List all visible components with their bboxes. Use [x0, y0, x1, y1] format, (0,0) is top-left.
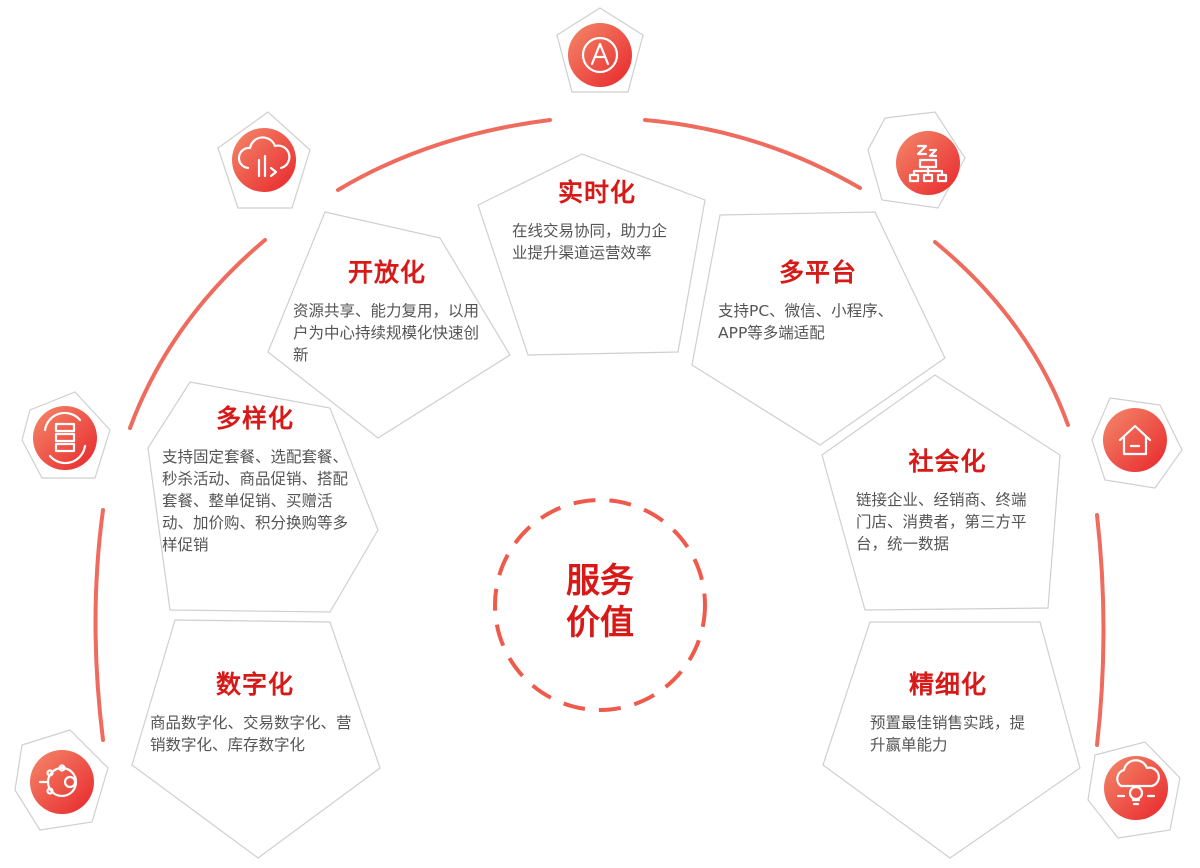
card-digital: 数字化 商品数字化、交易数字化、营销数字化、库存数字化: [150, 670, 360, 756]
pentagon-diverse: [147, 381, 379, 613]
icon-circle-digital: [30, 750, 94, 814]
card-refined: 精细化 预置最佳销售实践，提升赢单能力: [868, 670, 1028, 756]
card-diverse: 多样化 支持固定套餐、选配套餐、秒杀活动、商品促销、搭配套餐、整单促销、买赠活动…: [162, 404, 348, 556]
card-multiplatform: 多平台 支持PC、微信、小程序、APP等多端适配: [718, 258, 918, 344]
content-shapes: [131, 153, 1081, 859]
card-title: 社会化: [908, 447, 987, 476]
center-label: 服务 价值: [530, 560, 670, 644]
arc-open-realtime: [336, 118, 552, 192]
cloud-bulb-icon: [1116, 759, 1160, 806]
card-desc: 商品数字化、交易数字化、营销数字化、库存数字化: [150, 714, 352, 754]
card-title: 数字化: [215, 670, 294, 699]
card-title: 多样化: [215, 404, 294, 433]
card-desc: 在线交易协同，助力企业提升渠道运营效率: [512, 222, 668, 262]
icon-circle-top: [568, 23, 632, 87]
arc-realtime-multiplatform: [643, 118, 862, 190]
card-desc: 资源共享、能力复用，以用户为中心持续规模化快速创新: [293, 302, 480, 364]
pentagon-multiplatform: [691, 211, 946, 446]
pentagon-digital: [131, 619, 381, 859]
icon-circle-social: [1103, 408, 1167, 472]
a-letter-icon: [581, 36, 619, 74]
card-desc: 预置最佳销售实践，提升赢单能力: [870, 714, 1026, 754]
icon-badges: [14, 7, 1183, 839]
arc-social-refined: [1095, 513, 1106, 747]
arc-diverse-digital: [93, 508, 105, 742]
card-open: 开放化 资源共享、能力复用，以用户为中心持续规模化快速创新: [292, 258, 482, 366]
card-title: 开放化: [347, 258, 426, 287]
pentagon-open: [267, 211, 511, 439]
arc-open-diverse: [128, 238, 267, 430]
cloud-plug-icon: [237, 136, 291, 178]
connector-arcs: [93, 118, 1106, 747]
card-title: 多平台: [778, 258, 857, 287]
server-sync-icon: [43, 411, 87, 465]
pentagon-refined: [822, 621, 1081, 859]
center-line-2: 价值: [566, 603, 634, 643]
card-desc: 支持固定套餐、选配套餐、秒杀活动、商品促销、搭配套餐、整单促销、买赠活动、加价购…: [162, 448, 349, 554]
home-icon: [1118, 424, 1152, 456]
pentagon-social: [821, 374, 1061, 611]
card-desc: 链接企业、经销商、终端门店、消费者，第三方平台，统一数据: [856, 491, 1027, 553]
network-sleep-icon: [908, 144, 948, 183]
card-realtime: 实时化 在线交易协同，助力企业提升渠道运营效率: [508, 178, 686, 264]
center-line-1: 服务: [566, 561, 634, 601]
pentagon-realtime: [477, 153, 706, 356]
center-dashed-ring: [493, 498, 707, 712]
card-title: 实时化: [557, 178, 636, 207]
icon-circle-multiplatform: [896, 131, 960, 195]
arc-multiplatform-social: [933, 240, 1070, 427]
icon-circle-diverse: [33, 406, 97, 470]
network-nodes-icon: [38, 764, 78, 798]
card-desc: 支持PC、微信、小程序、APP等多端适配: [718, 302, 894, 342]
card-social: 社会化 链接企业、经销商、终端门店、消费者，第三方平台，统一数据: [855, 447, 1040, 555]
card-title: 精细化: [908, 670, 987, 699]
